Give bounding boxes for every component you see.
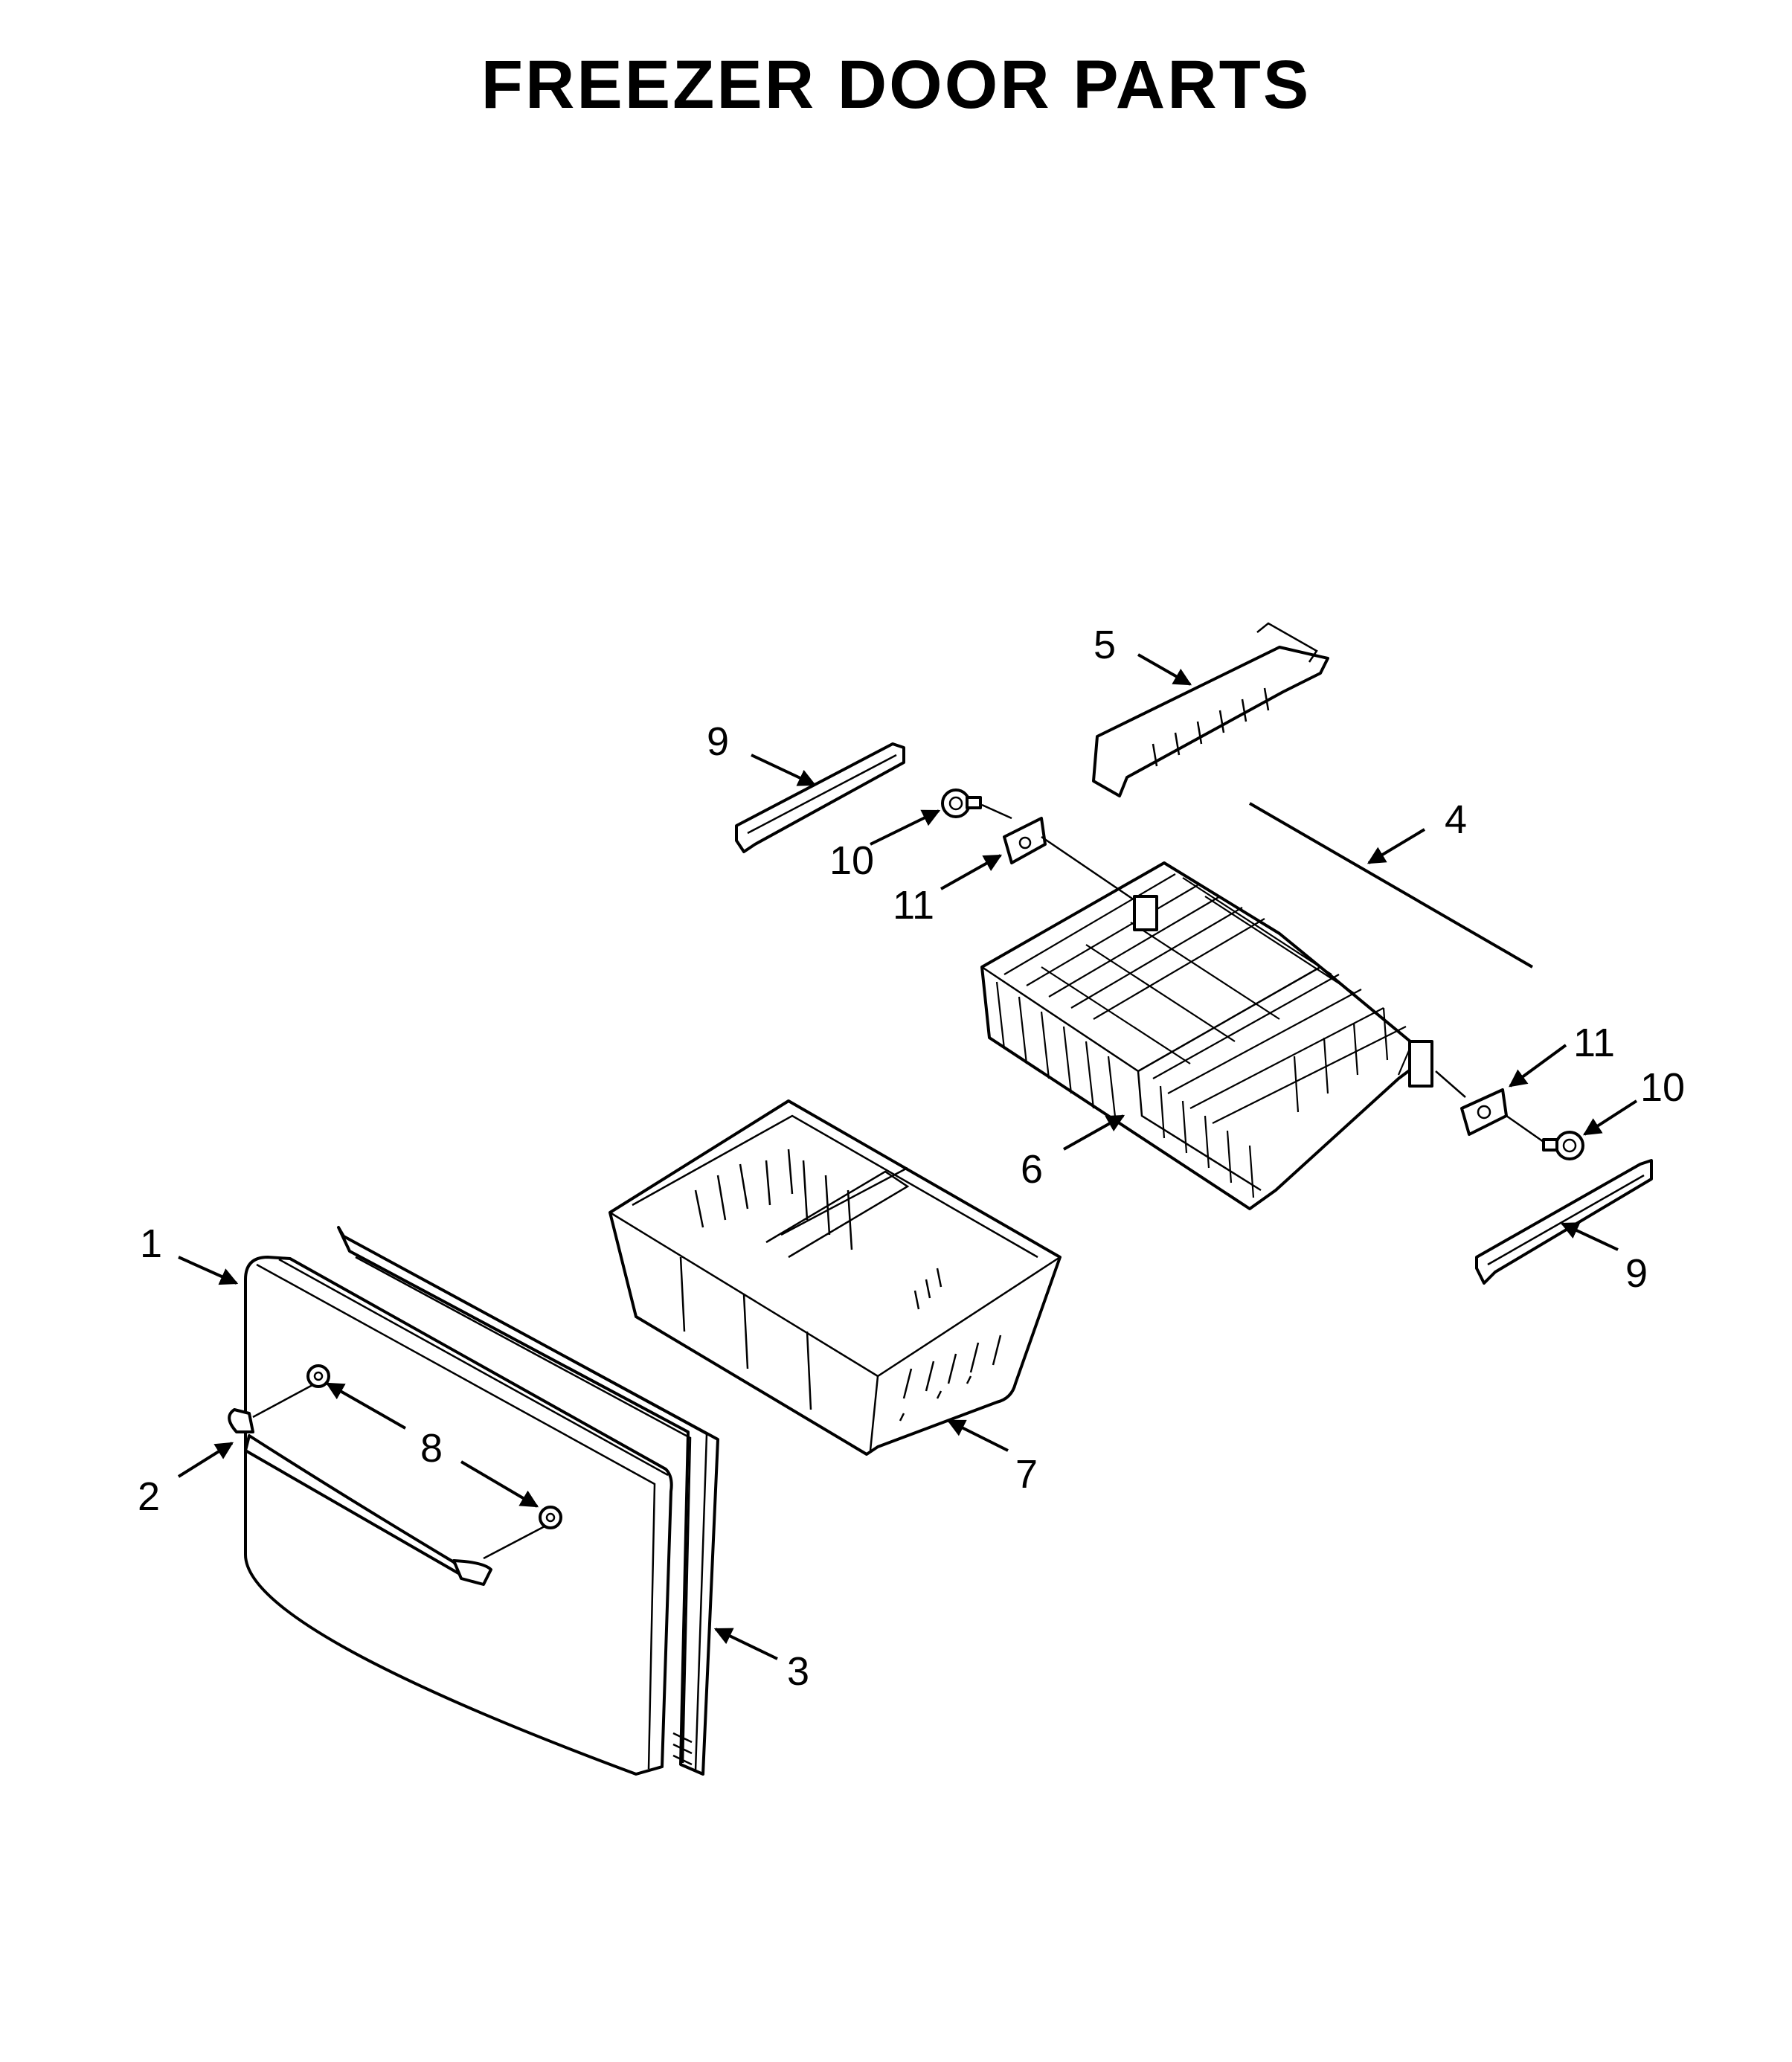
callout-9-upper: 9 [707,719,729,764]
callout-9-lower: 9 [1625,1251,1648,1296]
leader-11a [940,854,1003,890]
leader-4 [1367,828,1426,864]
alignment-lines [981,803,1544,1143]
handle-screw-lower [483,1506,562,1560]
callout-8: 8 [420,1426,443,1471]
callout-7: 7 [1015,1452,1038,1497]
leader-7 [946,1419,1009,1452]
basket-divider [1092,622,1329,797]
leader-9a [751,754,817,786]
callout-1: 1 [140,1221,162,1266]
leader-10b [1582,1099,1638,1136]
bracket-lower [1460,1088,1508,1136]
callout-leaders [177,653,1638,1660]
leader-3 [713,1628,778,1660]
leader-6 [1063,1114,1125,1151]
lower-freezer-bin [608,1099,1062,1456]
callout-3: 3 [787,1649,809,1694]
callout-11-upper: 11 [893,883,934,928]
callout-6: 6 [1021,1147,1043,1192]
bracket-upper [1003,817,1047,864]
leader-5 [1137,653,1192,686]
door-gasket [337,1226,719,1776]
callout-10-upper: 10 [829,838,874,883]
leader-1 [178,1256,239,1285]
callout-2: 2 [138,1474,160,1519]
page-title: FREEZER DOOR PARTS [481,47,1311,123]
gear-upper [941,788,982,818]
gear-lower [1542,1131,1584,1160]
callout-5: 5 [1093,623,1116,667]
leader-10a [870,809,941,846]
freezer-door-panel [244,1256,693,1776]
leader-8a [325,1382,406,1430]
basket-rod [1248,802,1534,969]
leader-8b [460,1460,539,1508]
door-handle [228,1408,492,1586]
callout-10-lower: 10 [1640,1065,1685,1110]
callout-11-lower: 11 [1573,1021,1615,1065]
callout-4: 4 [1445,797,1467,842]
leader-11b [1509,1044,1567,1088]
handle-screw-upper [252,1364,330,1419]
wire-basket [980,861,1433,1210]
slide-rail-upper [735,742,905,853]
leader-2 [177,1442,234,1478]
leader-9b [1560,1222,1619,1251]
callout-labels: 1 2 3 4 5 6 7 8 9 9 10 10 11 11 [138,623,1685,1694]
